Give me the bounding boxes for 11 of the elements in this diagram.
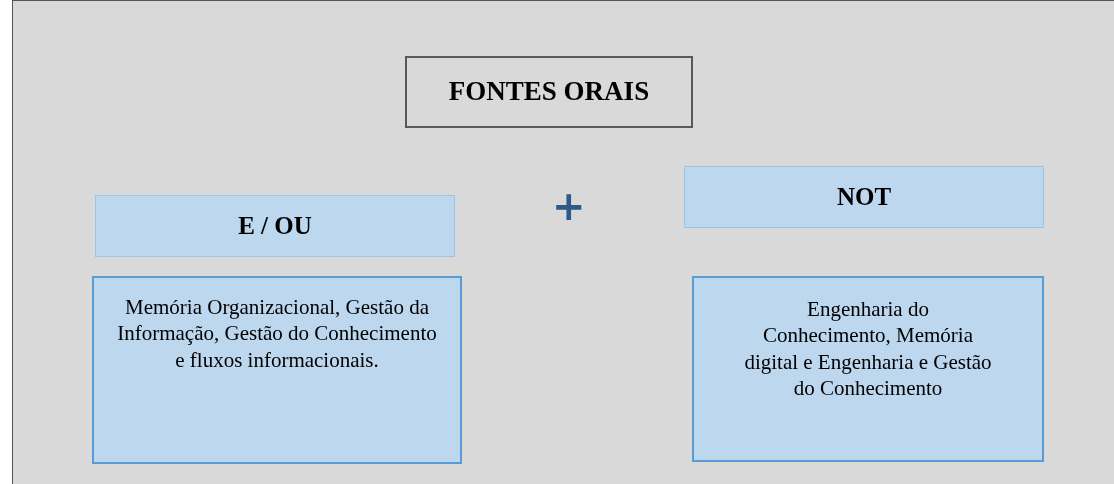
body-text: Memória Organizacional, Gestão da Informação, Gestão do Conhecimento e fluxos informacionais. xyxy=(116,294,438,373)
operator-box xyxy=(684,166,1044,228)
heading: NOT xyxy=(836,182,892,212)
title-box xyxy=(405,56,693,128)
term-box xyxy=(692,276,1044,462)
operator-box xyxy=(95,195,455,257)
term-box xyxy=(92,276,462,464)
plus-sign: + xyxy=(552,186,586,226)
heading: E / OU xyxy=(238,211,312,242)
body-text: Engenharia do Conhecimento, Memória digital e Engenharia e Gestão do Conhecimento xyxy=(743,296,993,401)
heading: FONTES ORAIS xyxy=(448,75,650,109)
